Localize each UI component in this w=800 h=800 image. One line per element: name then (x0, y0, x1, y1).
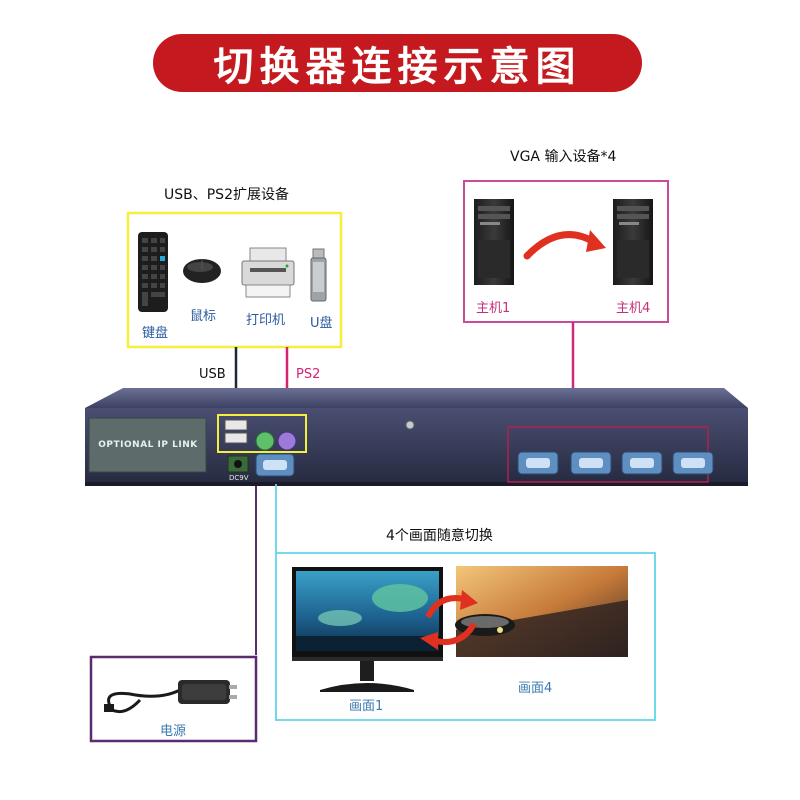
screen4-icon (455, 566, 628, 657)
ps2-link-label: PS2 (296, 367, 321, 382)
printer-label: 打印机 (246, 313, 286, 328)
power-adapter-icon (104, 680, 237, 714)
diagram-title: 切换器连接示意图 (213, 44, 582, 90)
usb-drive-label: U盘 (310, 316, 333, 331)
dc9v-label: DC9V (229, 474, 249, 482)
power-box (89, 655, 258, 743)
title-banner: 切换器连接示意图 (153, 34, 642, 92)
peripheral-caption: USB、PS2扩展设备 (164, 187, 289, 203)
mouse-icon (183, 259, 221, 283)
host1-label: 主机1 (476, 301, 511, 316)
host4-tower-icon (613, 199, 653, 285)
host-caption: VGA 输入设备*4 (510, 149, 617, 165)
host1-tower-icon (474, 199, 514, 285)
keyboard-icon (138, 232, 168, 312)
swap-arrows-icon (420, 590, 478, 650)
screen1-label: 画面1 (349, 699, 384, 714)
ip-link-panel-label: OPTIONAL IP LINK (98, 440, 198, 450)
printer-icon (241, 247, 295, 298)
power-label: 电源 (160, 724, 187, 739)
monitor1-icon (292, 567, 443, 692)
keyboard-label: 键盘 (142, 326, 169, 341)
switch-arrow-icon (523, 230, 606, 260)
display-box (275, 484, 656, 721)
display-caption: 4个画面随意切换 (386, 528, 493, 544)
mouse-label: 鼠标 (190, 309, 217, 324)
usb-link-label: USB (199, 367, 226, 382)
screen4-label: 画面4 (518, 681, 553, 696)
kvm-switch-device (85, 388, 748, 486)
usb-drive-icon (310, 248, 327, 302)
host4-label: 主机4 (616, 301, 651, 316)
